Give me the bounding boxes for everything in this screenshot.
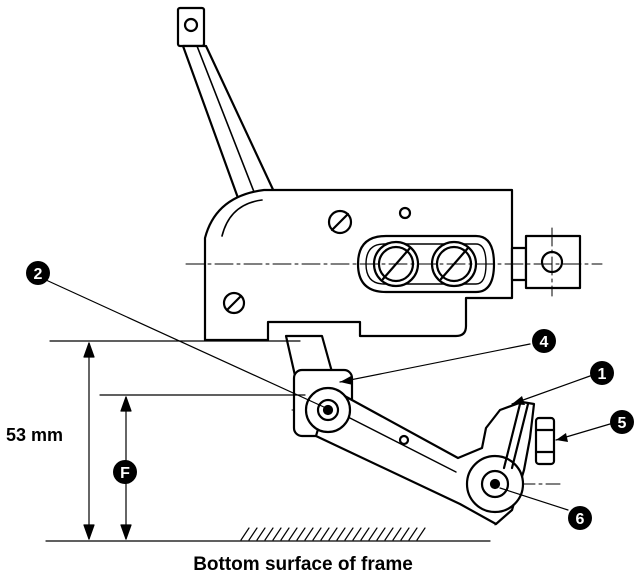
- callout-4-label: 4: [540, 334, 549, 351]
- callout-6: 6: [568, 506, 592, 530]
- housing-block: [203, 188, 582, 382]
- upper-rod: [176, 6, 278, 200]
- callout-5: 5: [610, 410, 634, 434]
- callout-2-label: 2: [34, 266, 43, 283]
- frame-caption: Bottom surface of frame: [193, 554, 413, 575]
- leader-lines: [45, 279, 611, 511]
- dimension-f-badge: F: [113, 460, 137, 484]
- callout-6-label: 6: [576, 511, 585, 528]
- leader-arrowheads: [340, 376, 568, 442]
- frame-hatching: [240, 527, 426, 541]
- callout-4: 4: [532, 329, 556, 353]
- callout-5-label: 5: [618, 415, 627, 432]
- callout-2: 2: [26, 261, 50, 285]
- lever-arm: [292, 368, 556, 526]
- callout-1-label: 1: [598, 366, 607, 383]
- callout-1: 1: [590, 361, 614, 385]
- dimension-f-label: F: [120, 465, 130, 482]
- dimension-53mm: 53 mm: [6, 425, 63, 445]
